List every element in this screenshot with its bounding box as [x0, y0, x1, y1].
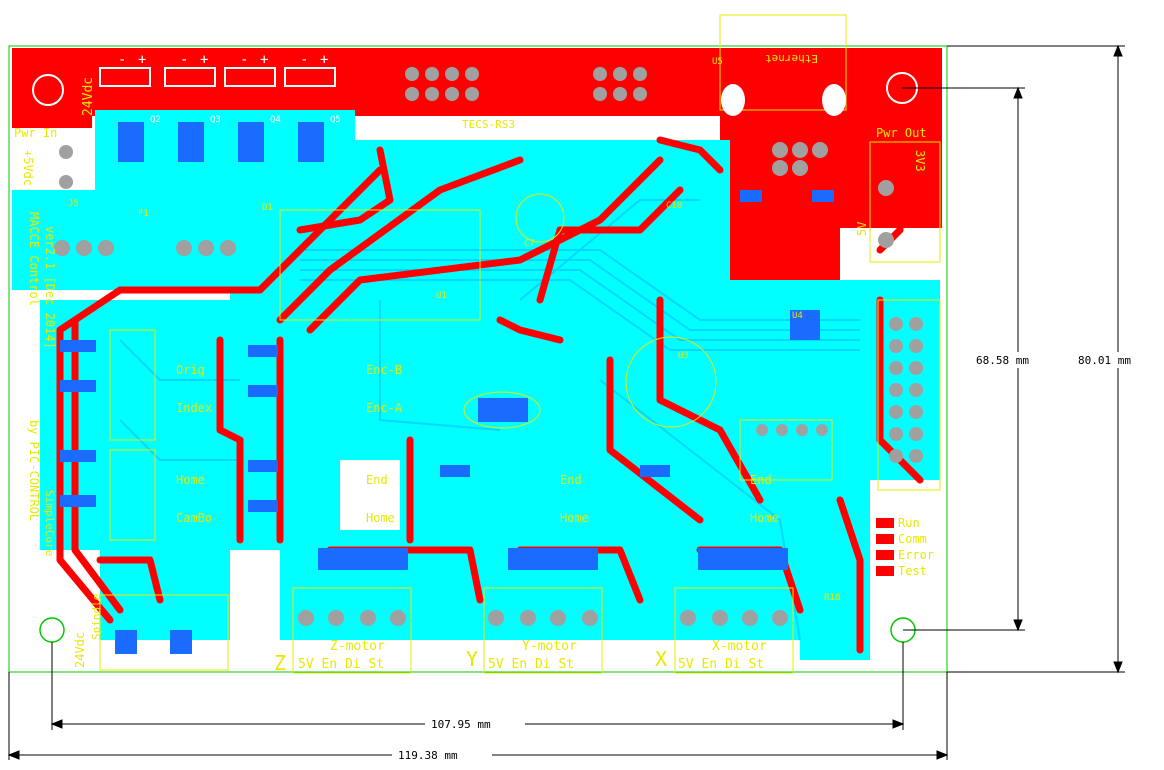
bottom-copper-pour	[12, 110, 940, 660]
svg-text:-: -	[180, 52, 188, 68]
input-enc-a: Enc-A	[366, 401, 403, 415]
motor-axis-letter: X	[655, 647, 667, 671]
dim-width-holes: 107.95 mm	[431, 718, 491, 731]
input-orig: Orig	[176, 363, 205, 377]
svg-text:+: +	[864, 236, 872, 252]
power-in-top-label: 24Vdc	[81, 77, 96, 116]
svg-text:+: +	[118, 654, 126, 670]
svg-text:+: +	[260, 52, 268, 68]
input-end-right: End	[750, 473, 772, 487]
pads	[54, 67, 923, 626]
board-title-2: ver2.1 [Dec 2014]	[43, 226, 57, 349]
ethernet-outline	[719, 14, 847, 111]
ref-q2: Q2	[150, 115, 161, 125]
ref-c10: C10	[666, 201, 682, 211]
dim-width-outer: 119.38 mm	[398, 749, 458, 762]
input-index: Index	[176, 401, 212, 415]
pwr-in-pins: +5Vdc	[21, 150, 35, 186]
motor-pins: 5V En Di St	[298, 657, 384, 672]
ethernet-holes	[721, 84, 846, 116]
board-title-1: MACCE Control	[27, 212, 41, 306]
svg-text:-: -	[200, 654, 208, 670]
silkscreen-outlines	[99, 141, 941, 674]
top-terminal-signs: - + - + - + - + + - + + - + -	[20, 52, 872, 670]
led-comm-label: Comm	[898, 532, 927, 546]
power-bottom-label: 24Vdc	[73, 632, 87, 668]
input-cambo: CamBo	[176, 511, 212, 525]
motor-axis-letter: Y	[466, 647, 478, 671]
ref-u1: U1	[436, 291, 447, 301]
ref-q4: Q4	[270, 115, 281, 125]
status-led-pads	[876, 518, 894, 576]
svg-text:-: -	[20, 178, 28, 194]
ref-q3: Q3	[210, 115, 221, 125]
pwr-out-label: Pwr Out	[876, 126, 927, 140]
led-run-label: Run	[898, 516, 920, 530]
board-title-3: by PIC-CONTROL	[27, 420, 41, 521]
ref-j5: J5	[68, 199, 79, 209]
ref-u4: U4	[792, 311, 803, 321]
board-side-note: SimpleCore	[43, 490, 56, 556]
motor-label: X-motor	[712, 639, 767, 654]
input-home-right: Home	[750, 511, 779, 525]
input-home-mid: Home	[560, 511, 589, 525]
svg-text:-: -	[118, 52, 126, 68]
five-v-label: 5V	[855, 222, 869, 236]
input-end-mid: End	[560, 473, 582, 487]
smd-pads	[60, 122, 834, 654]
svg-text:+: +	[176, 654, 184, 670]
pwr-out-pins: 3V3	[913, 150, 927, 172]
svg-text:+: +	[20, 148, 28, 164]
dim-height-holes: 68.58 mm	[976, 354, 1029, 367]
ethernet-label: Ethernet	[765, 52, 818, 65]
led-error-label: Error	[898, 548, 934, 562]
ref-d1: D1	[262, 203, 273, 213]
svg-text:-: -	[240, 52, 248, 68]
input-home-a: Home	[176, 473, 205, 487]
svg-text:+: +	[200, 52, 208, 68]
ref-r18: R18	[824, 593, 840, 603]
motor-y: Y Y-motor 5V En Di St	[466, 639, 577, 672]
svg-text:-: -	[140, 654, 148, 670]
input-end-b: End	[366, 473, 388, 487]
ref-u5: U5	[712, 57, 723, 67]
motor-x: X X-motor 5V En Di St	[655, 639, 767, 672]
motor-pins: 5V En Di St	[488, 657, 574, 672]
mounting-hole-top-left	[32, 74, 64, 106]
board-outline	[8, 45, 948, 673]
pwr-in-label: Pwr In	[14, 126, 57, 140]
led-test-label: Test	[898, 564, 927, 578]
motor-z: Z Z-motor 5V En Di St	[274, 639, 385, 675]
input-enc-b: Enc-B	[366, 363, 402, 377]
ref-c7: C7	[524, 239, 535, 249]
svg-text:+: +	[320, 52, 328, 68]
dim-height-outer: 80.01 mm	[1078, 354, 1131, 367]
power-bottom-sub: Spindle	[90, 594, 103, 640]
ref-q5: Q5	[330, 115, 341, 125]
motor-pins: 5V En Di St	[678, 657, 764, 672]
motor-axis-letter: Z	[274, 651, 286, 675]
top-terminals	[99, 67, 336, 87]
tecs-label: TECS-RS3	[462, 118, 515, 131]
input-home-b: Home	[366, 511, 395, 525]
motor-label: Y-motor	[522, 639, 577, 654]
svg-text:+: +	[138, 52, 146, 68]
ref-u3: U3	[678, 351, 689, 361]
svg-text:-: -	[300, 52, 308, 68]
motor-label: Z-motor	[330, 639, 385, 654]
ref-f1: F1	[138, 209, 149, 219]
mounting-hole-bottom-left	[39, 617, 65, 643]
